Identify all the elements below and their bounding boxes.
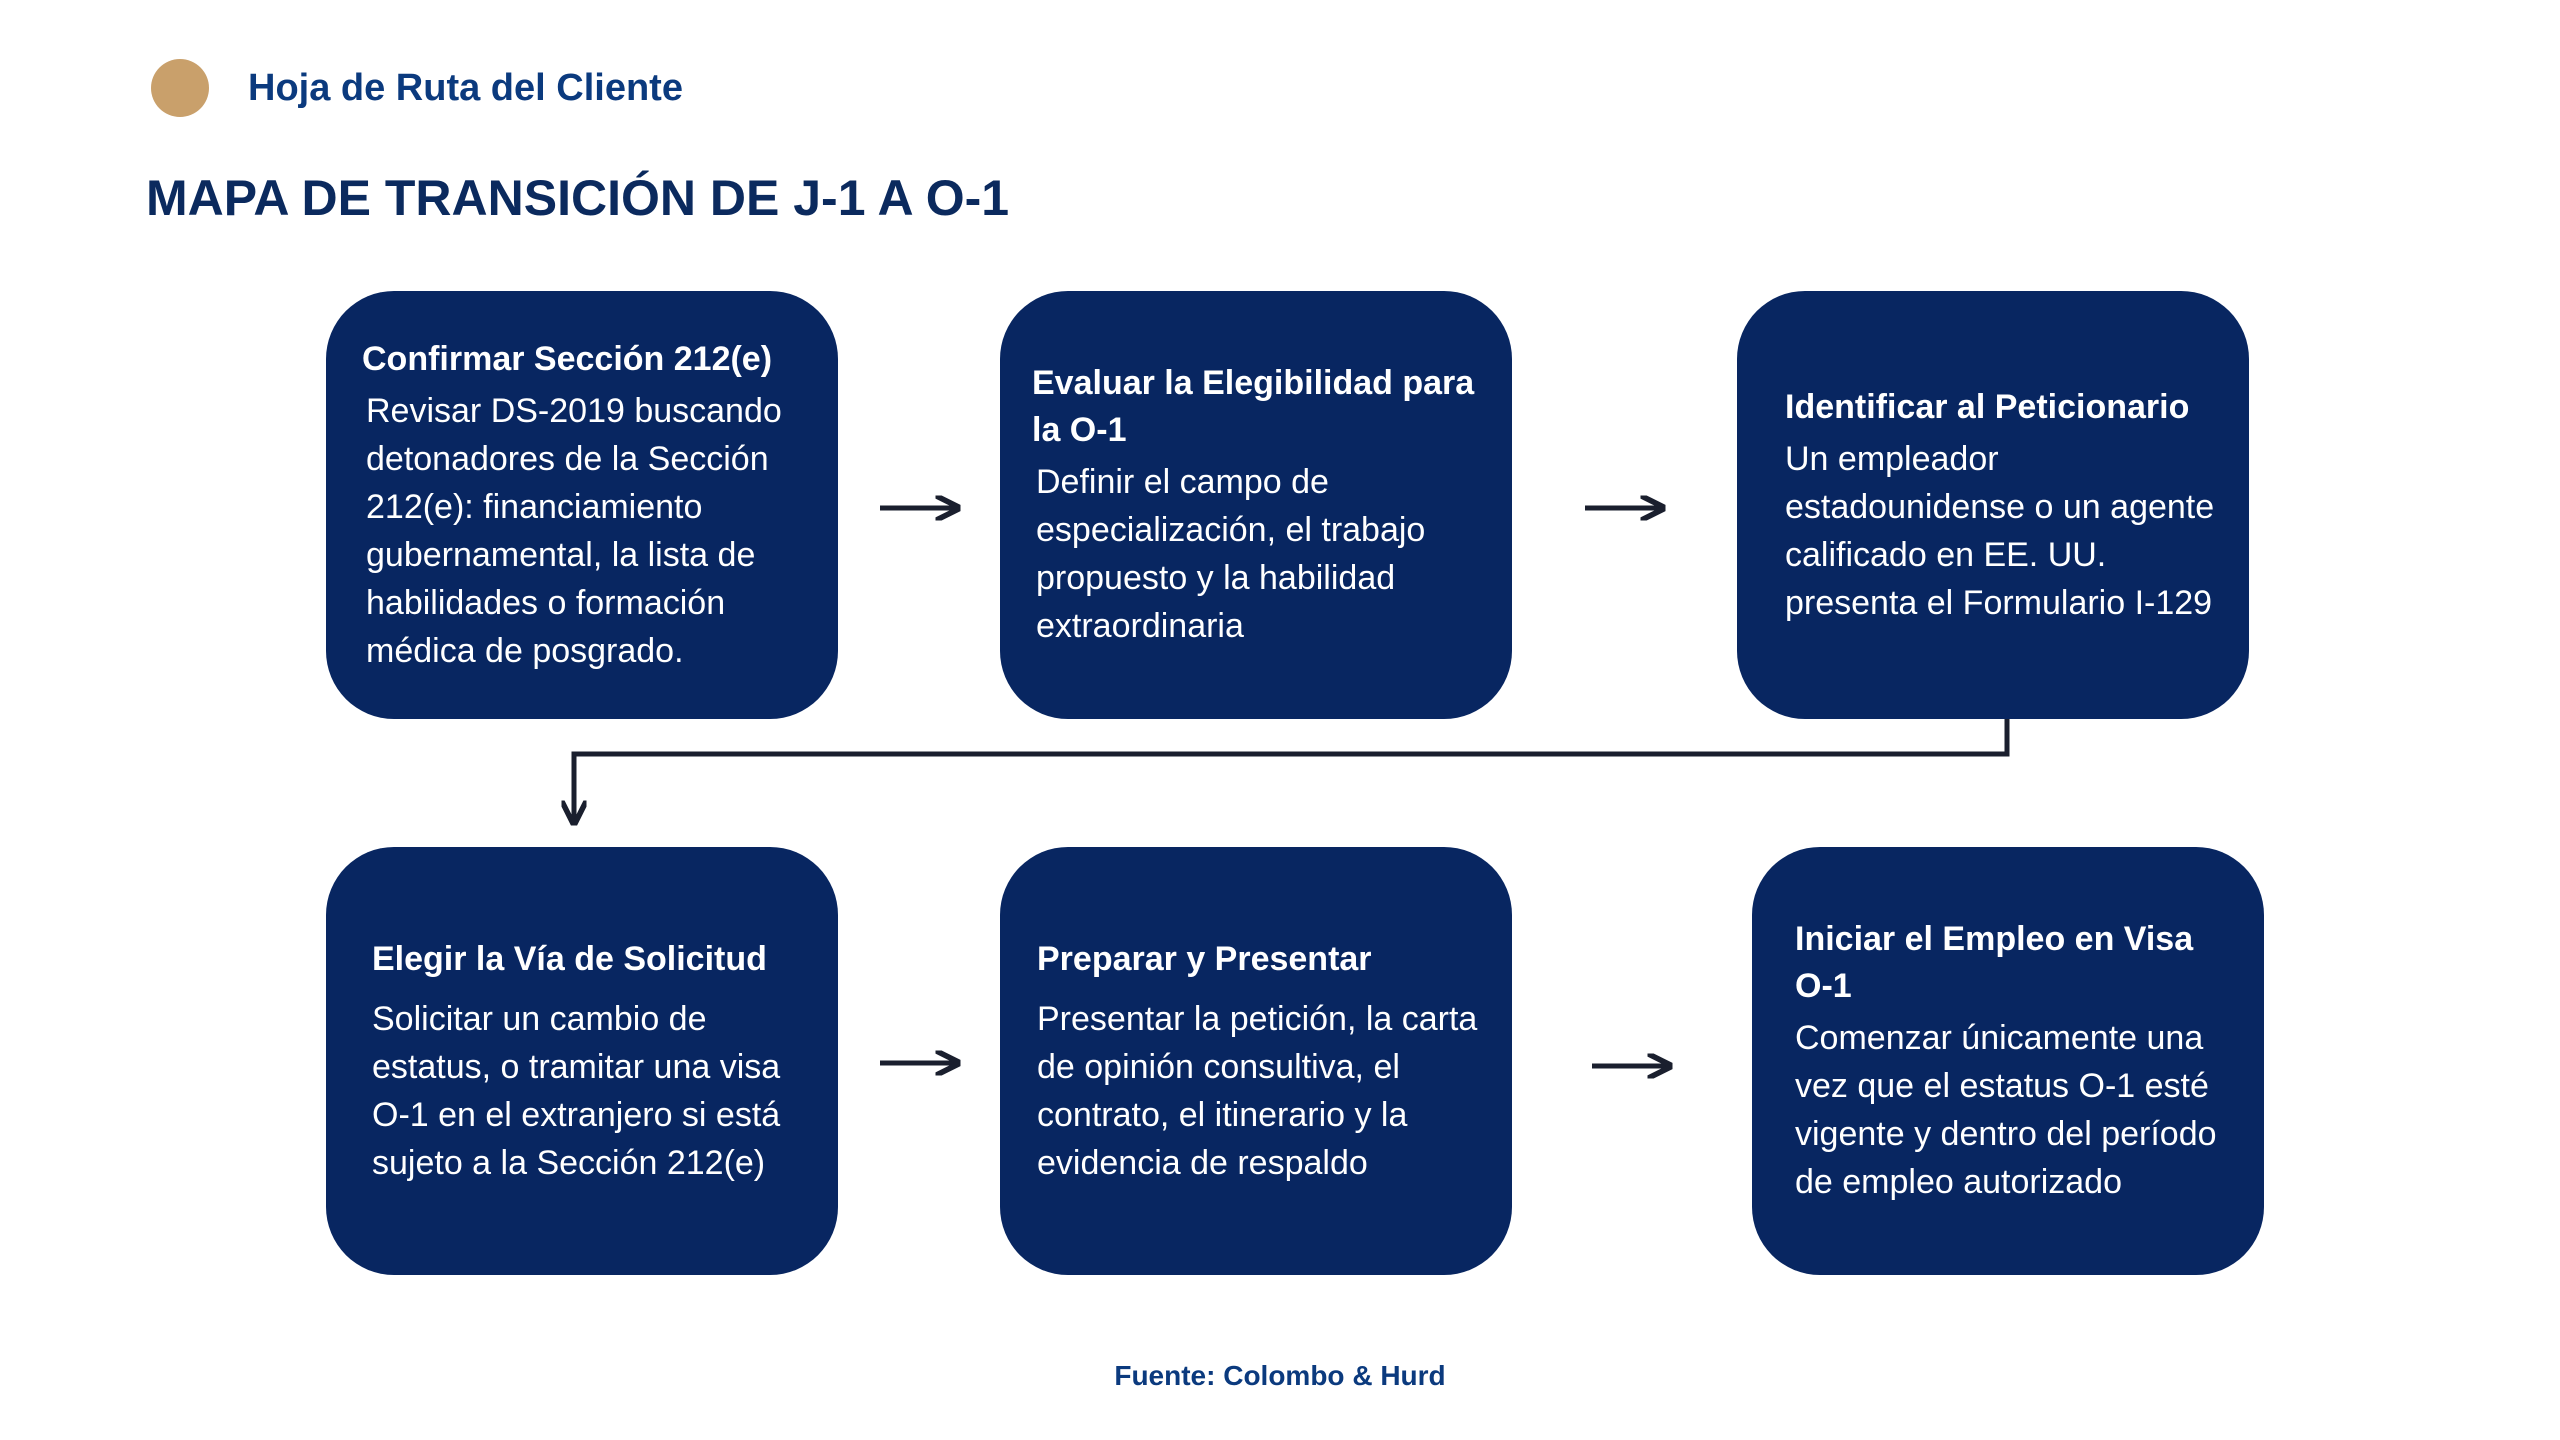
step-body: Comenzar únicamente una vez que el estat… bbox=[1795, 1019, 2217, 1201]
source-note: Fuente: Colombo & Hurd bbox=[1114, 1360, 1446, 1391]
step-identificar-peticionario: Identificar al Peticionario Un empleador… bbox=[1737, 291, 2249, 719]
step-title: Preparar y Presentar bbox=[1037, 939, 1372, 978]
page-title: MAPA DE TRANSICIÓN DE J-1 A O-1 bbox=[146, 170, 1010, 226]
step-body: Un empleador estadounidense o un agente … bbox=[1785, 439, 2215, 622]
step-title: Elegir la Vía de Solicitud bbox=[372, 939, 767, 978]
step-body: Solicitar un cambio de estatus, o tramit… bbox=[372, 999, 781, 1182]
step-elegir-via: Elegir la Vía de Solicitud Solicitar un … bbox=[326, 847, 838, 1275]
step-title: Evaluar la Elegibilidad para la O-1 bbox=[1032, 364, 1475, 449]
step-body: Definir el campo de especialización, el … bbox=[1036, 463, 1426, 645]
step-title: Identificar al Peticionario bbox=[1785, 387, 2190, 426]
step-title: Confirmar Sección 212(e) bbox=[362, 339, 773, 378]
step-evaluar-elegibilidad: Evaluar la Elegibilidad para la O-1 Defi… bbox=[1000, 291, 1512, 719]
header-dot-icon bbox=[151, 59, 209, 117]
header-label: Hoja de Ruta del Cliente bbox=[248, 67, 683, 109]
step-body: Revisar DS-2019 buscando detonadores de … bbox=[366, 391, 782, 670]
arrow-step3-to-step4 bbox=[574, 719, 2010, 823]
step-iniciar-empleo: Iniciar el Empleo en Visa O-1 Comenzar ú… bbox=[1752, 847, 2264, 1275]
step-preparar-presentar: Preparar y Presentar Presentar la petici… bbox=[1000, 847, 1512, 1275]
step-title: Iniciar el Empleo en Visa O-1 bbox=[1795, 920, 2194, 1005]
step-body: Presentar la petición, la carta de opini… bbox=[1037, 999, 1478, 1182]
step-confirmar-seccion: Confirmar Sección 212(e) Revisar DS-2019… bbox=[326, 291, 838, 719]
